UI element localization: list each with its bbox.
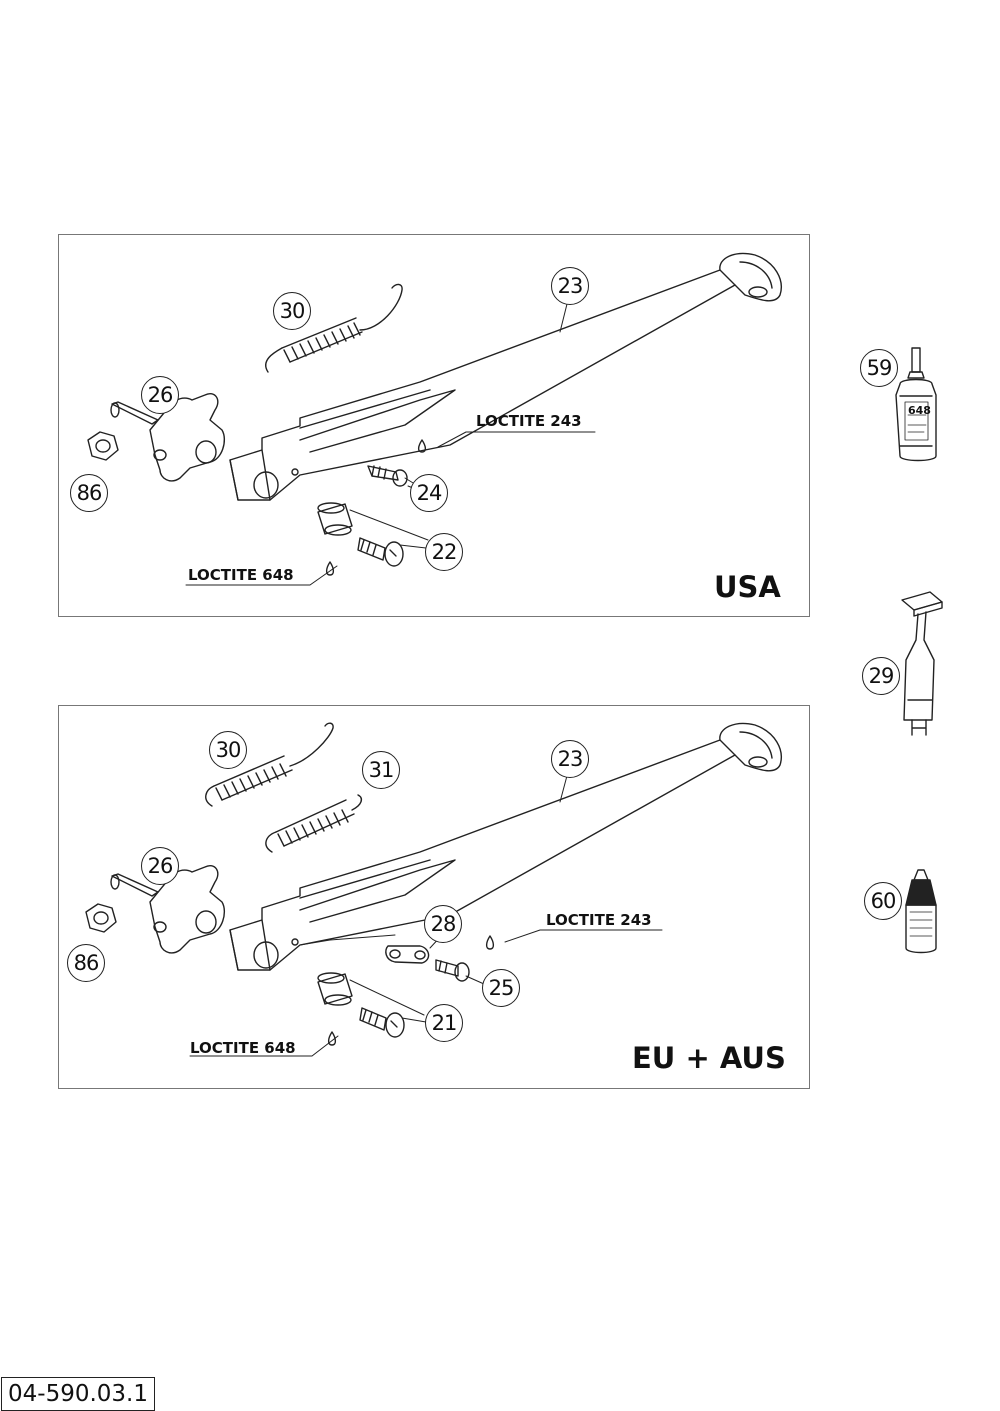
eu-side-stand-leg (229, 722, 782, 971)
eu-callout-25: 25 (482, 969, 520, 1007)
usa-region-label: USA (714, 570, 781, 604)
drawing-code: 04-590.03.1 (1, 1377, 155, 1411)
usa-callout-26: 26 (141, 376, 179, 414)
eu-spring-31 (265, 794, 363, 853)
usa-spring (265, 283, 403, 373)
eu-callout-30: 30 (209, 731, 247, 769)
eu-screw-25 (435, 959, 470, 982)
eu-callout-28: 28 (424, 905, 462, 943)
usa-screw-24 (367, 465, 408, 487)
usa-nut (87, 431, 119, 461)
usa-callout-30: 30 (273, 292, 311, 330)
eu-callout-86: 86 (67, 944, 105, 982)
eu-bolt-21 (359, 1007, 405, 1038)
eu-spring-30 (205, 722, 334, 807)
eu-nut (85, 903, 117, 933)
loctite-bottle-59 (895, 347, 937, 462)
loctite-tube-60 (905, 869, 937, 954)
usa-side-stand-leg (229, 252, 782, 501)
usa-bolt-22 (357, 537, 404, 567)
usa-bushing-22 (317, 502, 353, 536)
usa-pivot-bracket (110, 393, 226, 482)
usa-sealant-label-upper: LOCTITE 243 (476, 412, 582, 430)
side-callout-60: 60 (864, 882, 902, 920)
eu-callout-23: 23 (551, 740, 589, 778)
usa-loctite-drop-upper (417, 439, 427, 453)
usa-callout-23: 23 (551, 267, 589, 305)
usa-leader-lines (185, 299, 596, 586)
usa-loctite-drop-lower (325, 561, 335, 576)
eu-sealant-label-upper: LOCTITE 243 (546, 911, 652, 929)
eu-sealant-label-lower: LOCTITE 648 (190, 1039, 296, 1057)
tool-29 (901, 591, 943, 736)
usa-sealant-label-lower: LOCTITE 648 (188, 566, 294, 584)
usa-callout-86: 86 (70, 474, 108, 512)
eu-region-label: EU + AUS (632, 1041, 786, 1075)
eu-loctite-drop-lower (327, 1031, 337, 1046)
side-callout-29: 29 (862, 657, 900, 695)
eu-pivot-bracket (110, 865, 226, 954)
bottle-label: 648 (908, 404, 931, 417)
eu-tab-plate-28 (385, 945, 430, 964)
side-callout-59: 59 (860, 349, 898, 387)
eu-bushing-21 (317, 972, 353, 1006)
eu-loctite-drop-upper (485, 935, 495, 950)
eu-callout-21: 21 (425, 1004, 463, 1042)
eu-callout-31: 31 (362, 751, 400, 789)
usa-callout-22: 22 (425, 533, 463, 571)
usa-callout-24: 24 (410, 474, 448, 512)
eu-callout-26: 26 (141, 847, 179, 885)
